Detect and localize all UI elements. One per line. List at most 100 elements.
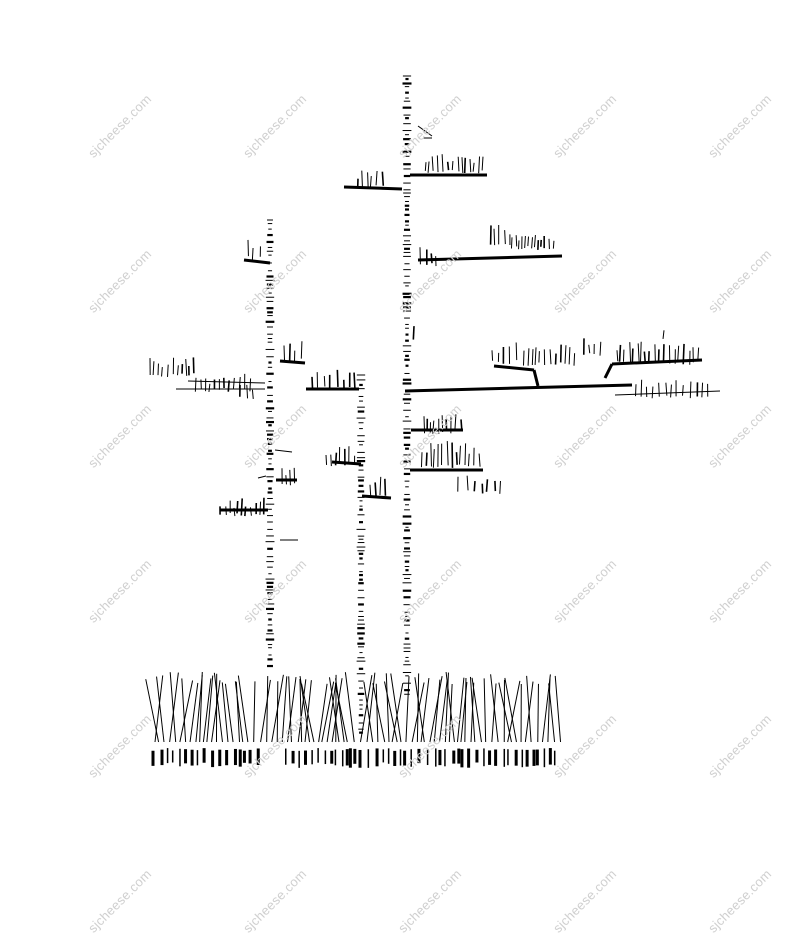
watermark-text: sjcheese.com <box>395 866 464 935</box>
leaf-stroke <box>690 382 691 399</box>
leaf-stroke <box>652 387 653 399</box>
grass-blade <box>360 675 371 742</box>
leaf-stroke <box>600 342 601 356</box>
leaf-stroke <box>286 475 287 484</box>
grass-blade <box>222 682 228 742</box>
leaf-stroke <box>233 378 234 388</box>
leaf-stroke <box>565 345 566 363</box>
watermark-text: sjcheese.com <box>550 866 619 935</box>
leaf-stroke <box>432 156 433 170</box>
leaf-stroke <box>252 390 253 399</box>
leaf-stroke <box>426 453 427 466</box>
grass-blade <box>261 680 271 742</box>
grass-blade <box>157 677 164 742</box>
leaf-stroke <box>482 157 483 171</box>
grass-blade <box>499 683 512 742</box>
leaf-stroke <box>452 161 453 170</box>
leaf-stroke <box>569 347 570 364</box>
leaf-stroke <box>525 236 526 248</box>
grass-blade <box>434 680 440 742</box>
leaf-stroke <box>666 383 667 396</box>
leaf-stroke <box>324 376 325 386</box>
leaf-stroke <box>528 237 529 246</box>
leaf-stroke <box>702 383 703 398</box>
branch <box>280 361 305 363</box>
watermark-text: sjcheese.com <box>85 866 154 935</box>
leaf-stroke <box>659 383 660 397</box>
branch <box>244 260 270 263</box>
leaf-stroke <box>683 344 684 364</box>
grass-blade <box>319 684 327 742</box>
grass-blade <box>180 680 193 742</box>
grass-blade <box>421 678 429 742</box>
grass-blade <box>225 684 233 742</box>
leaf-stroke <box>168 365 169 377</box>
leaf-stroke <box>486 479 487 492</box>
grass-blade <box>345 672 354 742</box>
grass-blade <box>254 681 255 742</box>
grass-blade <box>555 676 560 742</box>
leaf-stroke <box>247 385 248 399</box>
leaf-stroke <box>245 507 246 516</box>
leaf-stroke <box>226 506 227 515</box>
grass-blade <box>538 684 539 742</box>
leaf-stroke <box>553 241 554 249</box>
leaf-stroke <box>516 342 517 360</box>
leaf-stroke <box>465 158 466 173</box>
leaf-stroke <box>442 415 443 432</box>
middle-bamboo-stem <box>357 375 366 733</box>
leaf-stroke <box>331 455 332 466</box>
leaf-stroke <box>455 414 456 430</box>
leaf-stroke <box>678 346 679 361</box>
grass-blade <box>457 678 463 742</box>
leaf-stroke <box>494 229 495 245</box>
grass-blade <box>146 679 159 742</box>
grass-blade <box>277 681 278 742</box>
ground-stubble-band <box>153 748 555 768</box>
leaf-stroke <box>448 162 449 170</box>
grass-blade <box>302 684 314 742</box>
leaf-stroke <box>447 441 448 465</box>
leaf-stroke <box>382 172 383 186</box>
twig <box>258 476 266 478</box>
leaf-stroke <box>186 359 187 376</box>
watermark-text: sjcheese.com <box>705 866 774 935</box>
leaf-stroke <box>511 237 512 248</box>
grass-blade <box>505 678 517 742</box>
leaf-stroke <box>456 452 457 465</box>
leaf-stroke <box>574 353 575 365</box>
leaf-stroke <box>421 452 422 467</box>
tall-bamboo-stem <box>403 76 412 694</box>
leaf-stroke <box>535 347 536 365</box>
leaf-stroke <box>431 253 432 263</box>
grass-blade <box>267 676 268 742</box>
leaf-stroke <box>252 248 253 260</box>
twig <box>418 126 432 136</box>
leaf-stroke <box>290 470 291 485</box>
leaf-stroke <box>413 326 414 339</box>
grass-blade <box>373 683 385 742</box>
leaf-stroke <box>492 350 493 360</box>
leaf-stroke <box>178 365 179 375</box>
branch <box>534 370 538 386</box>
leaf-stroke <box>284 346 285 361</box>
leaf-stroke <box>682 385 683 396</box>
leaf-stroke <box>312 377 313 389</box>
leaf-stroke <box>663 330 664 339</box>
leaf-stroke <box>465 443 466 465</box>
branch <box>405 385 632 391</box>
leaf-stroke <box>468 454 469 466</box>
bamboo-leaf-clusters <box>150 154 708 516</box>
branch <box>494 366 534 370</box>
grass-blade <box>182 678 186 742</box>
leaf-stroke <box>337 370 338 387</box>
branch <box>344 187 402 189</box>
leaf-stroke <box>479 157 480 174</box>
leaf-stroke <box>638 343 639 361</box>
grass-blade <box>386 673 389 742</box>
leaf-stroke <box>516 235 517 246</box>
leaf-stroke <box>433 449 434 468</box>
leaf-stroke <box>433 421 434 434</box>
grass-blade <box>527 676 531 742</box>
leaf-stroke <box>458 157 459 172</box>
